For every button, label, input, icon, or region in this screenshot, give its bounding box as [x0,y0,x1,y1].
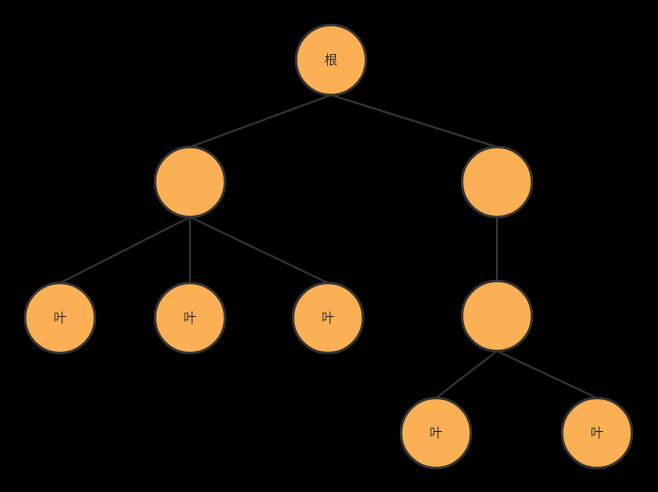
tree-edge-n3-l5 [496,350,598,399]
tree-edge-n3-l4 [435,350,498,399]
node-circle-l1[interactable] [23,281,97,355]
tree-edge-n1-l3 [189,216,329,284]
tree-edge-n1-l1 [59,216,191,284]
node-circle-l5[interactable] [560,396,634,470]
tree-node-n3[interactable] [460,279,534,353]
node-label-l5: 叶 [590,426,603,441]
node-label-l2: 叶 [183,311,196,326]
tree-edge-root-n1 [189,94,332,148]
node-label-l4: 叶 [429,426,442,441]
node-circle-n2[interactable] [460,145,534,219]
node-circle-root[interactable] [294,23,368,97]
node-label-root: 根 [324,53,337,68]
tree-node-l3[interactable]: 叶 [291,281,365,355]
node-circle-l4[interactable] [399,396,473,470]
node-label-l3: 叶 [321,311,334,326]
node-circle-n1[interactable] [153,145,227,219]
tree-node-root[interactable]: 根 [294,23,368,97]
tree-node-l1[interactable]: 叶 [23,281,97,355]
node-circle-n3[interactable] [460,279,534,353]
node-circle-l3[interactable] [291,281,365,355]
tree-node-n2[interactable] [460,145,534,219]
tree-node-l5[interactable]: 叶 [560,396,634,470]
tree-node-n1[interactable] [153,145,227,219]
tree-node-l2[interactable]: 叶 [153,281,227,355]
node-circle-l2[interactable] [153,281,227,355]
tree-node-l4[interactable]: 叶 [399,396,473,470]
node-label-l1: 叶 [53,311,66,326]
tree-edge-root-n2 [330,94,498,148]
